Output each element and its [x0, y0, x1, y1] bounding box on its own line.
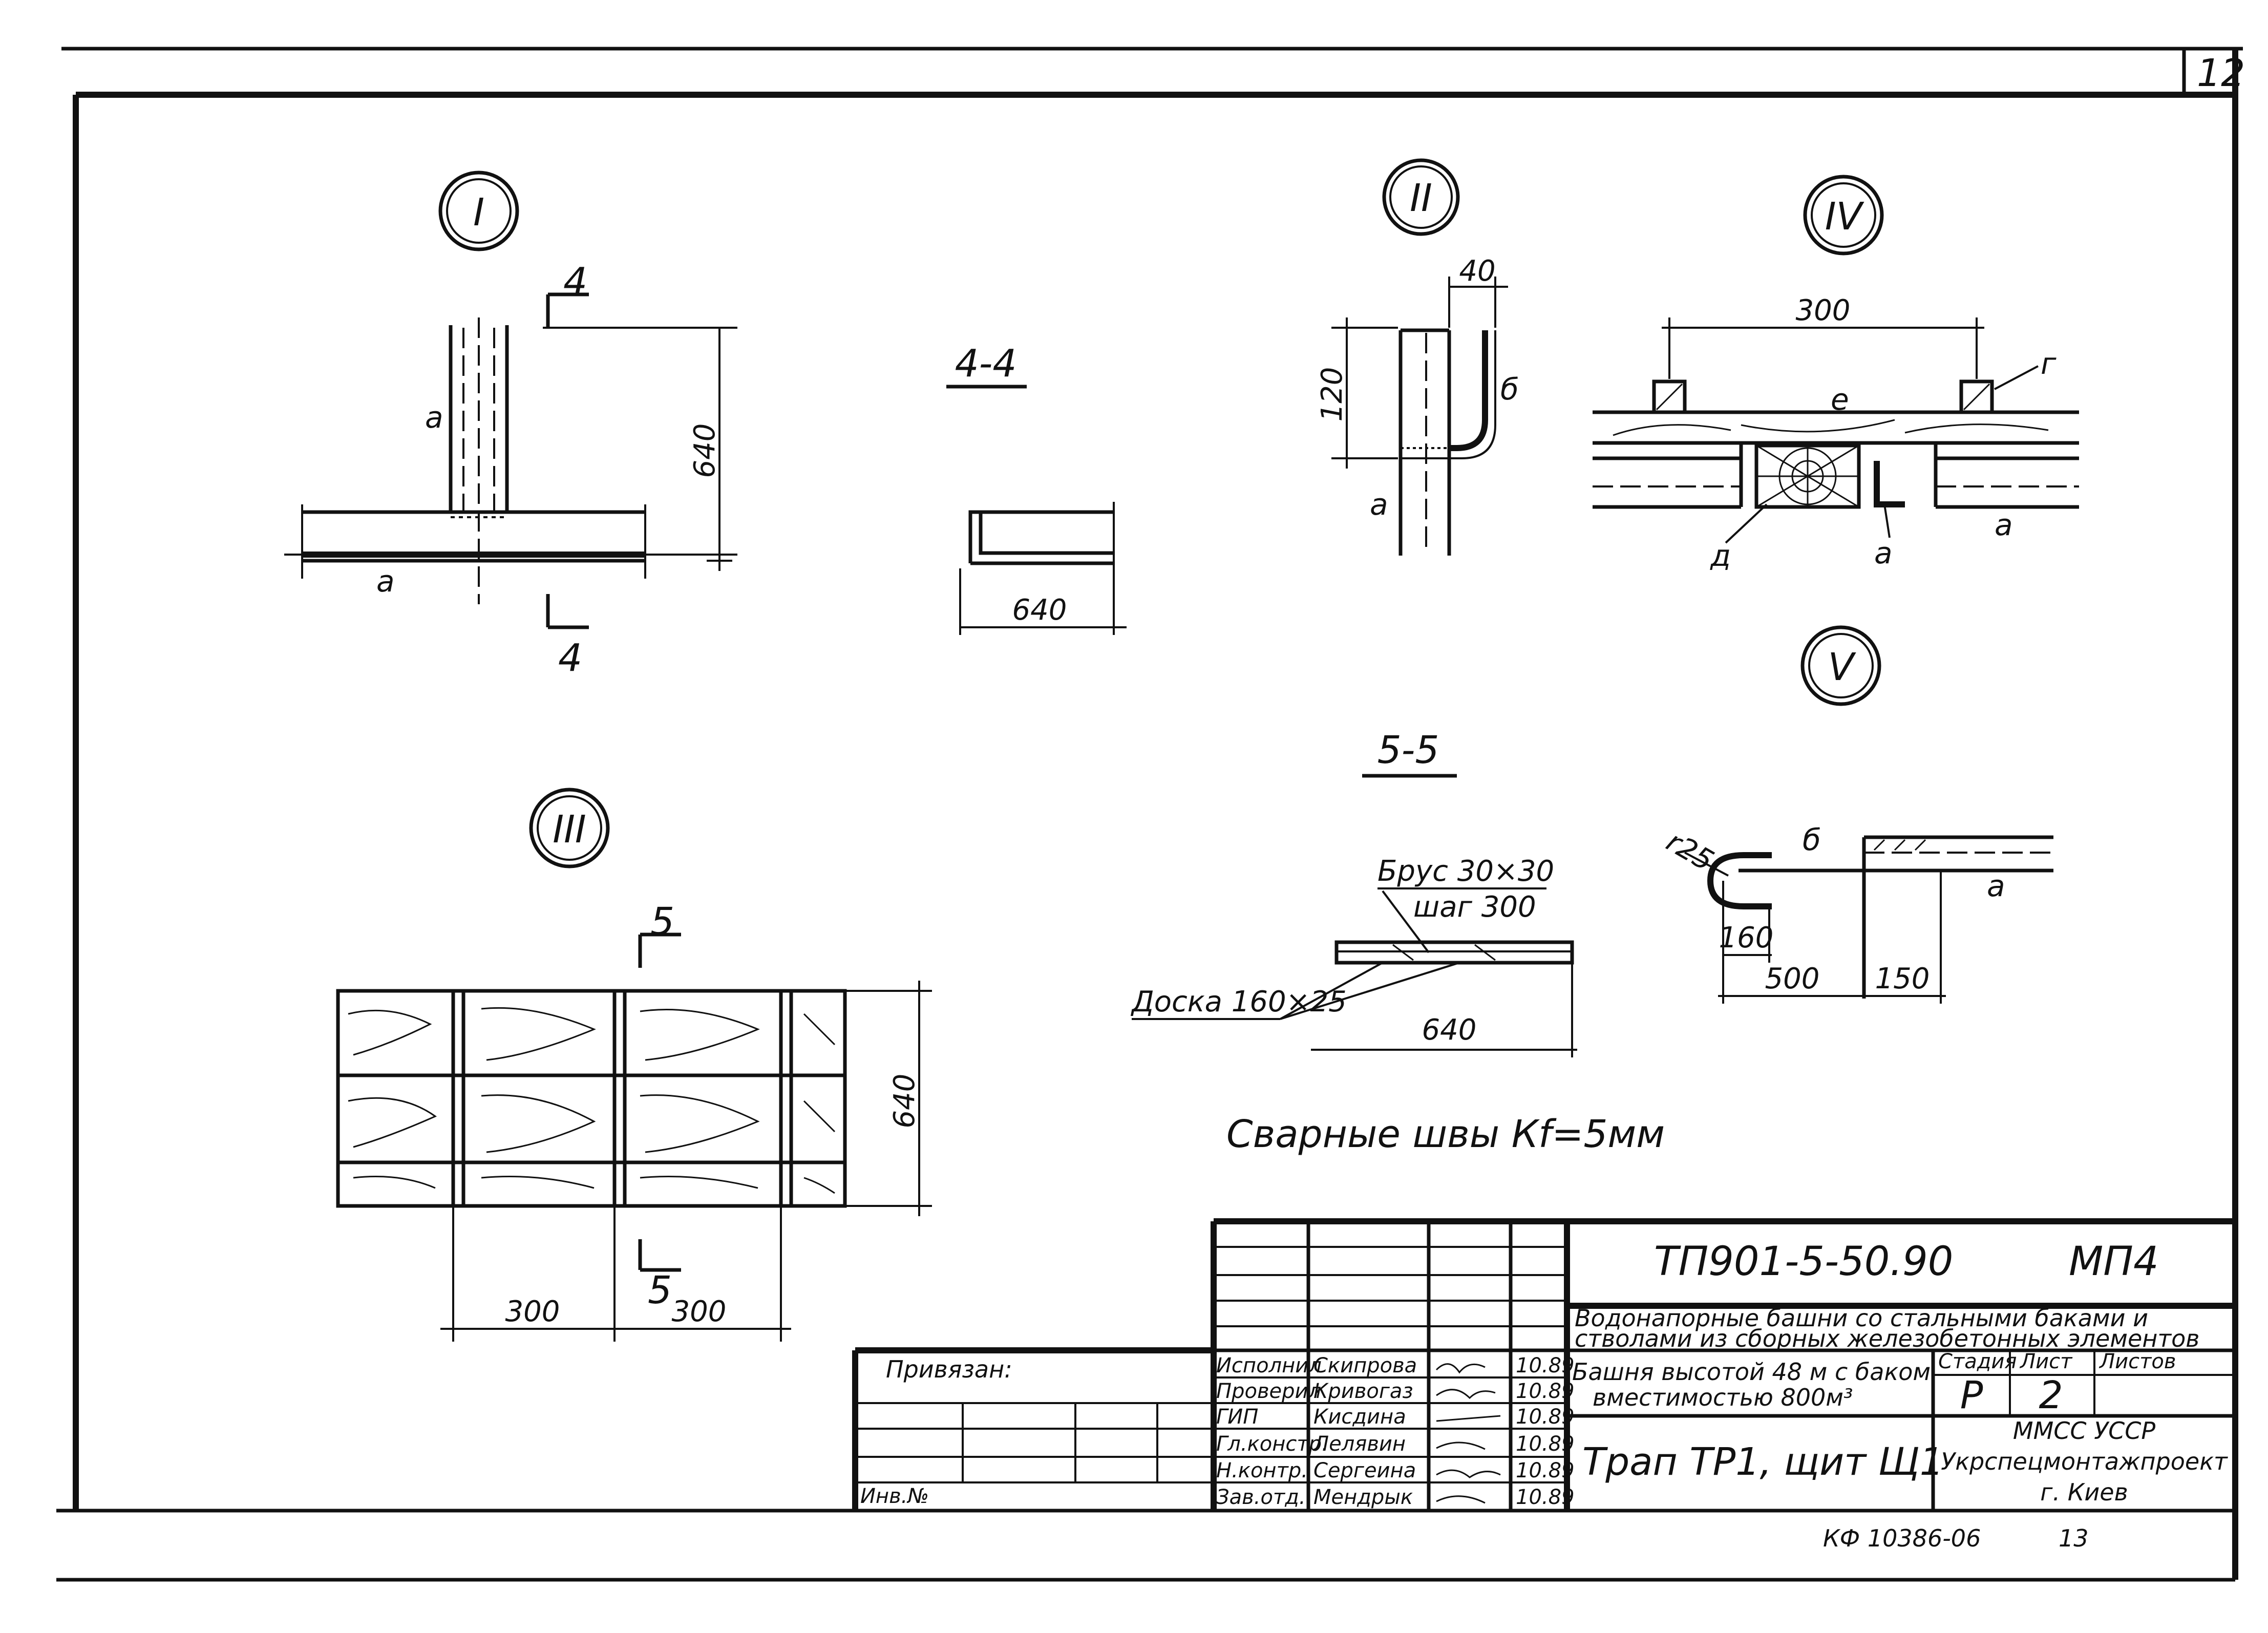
svg-text:640: 640	[1422, 1013, 1477, 1047]
svg-text:Кривогаз: Кривогаз	[1313, 1380, 1413, 1403]
svg-text:5: 5	[648, 1268, 672, 1312]
svg-text:10.89: 10.89	[1516, 1459, 1575, 1482]
svg-text:Башня высотой 48 м с баком: Башня высотой 48 м с баком	[1572, 1358, 1931, 1386]
svg-text:10.89: 10.89	[1516, 1405, 1575, 1429]
view-II-badge	[1382, 158, 1460, 236]
svg-text:Исполнил: Исполнил	[1216, 1354, 1322, 1377]
sheet-frame	[56, 47, 2243, 1582]
svg-text:10.89: 10.89	[1516, 1432, 1575, 1456]
svg-text:а: а	[1370, 487, 1388, 522]
svg-text:Лист: Лист	[2019, 1350, 2073, 1373]
view-I: I 4 4 а а 640	[284, 171, 737, 680]
svg-text:ГИП: ГИП	[1216, 1405, 1258, 1429]
svg-text:Гл.констр.: Гл.констр.	[1216, 1432, 1328, 1456]
svg-text:Инв.№: Инв.№	[860, 1484, 929, 1508]
footer-page: 13	[2059, 1524, 2089, 1552]
svg-text:Н.контр.: Н.контр.	[1216, 1459, 1308, 1482]
svg-text:Сергеина: Сергеина	[1313, 1459, 1416, 1482]
svg-text:Листов: Листов	[2099, 1350, 2176, 1373]
svg-text:640: 640	[888, 1074, 921, 1129]
svg-text:5: 5	[650, 900, 674, 944]
svg-text:ММСС УССР: ММСС УССР	[2013, 1417, 2156, 1445]
svg-text:500: 500	[1765, 962, 1820, 995]
svg-text:10.89: 10.89	[1516, 1380, 1575, 1403]
svg-text:шаг 300: шаг 300	[1413, 890, 1536, 924]
svg-text:150: 150	[1875, 962, 1930, 995]
sheet-title: Трап ТР1, щит Щ1	[1582, 1440, 1944, 1484]
svg-text:а: а	[425, 400, 443, 435]
view-III: III 5 5 640 300 300	[336, 788, 932, 1342]
signature-rows: Исполнил Скипрова 10.89 Проверил Кривога…	[1216, 1354, 1575, 1509]
svg-text:Лелявин: Лелявин	[1312, 1432, 1406, 1456]
svg-text:а: а	[1995, 507, 2013, 542]
svg-text:640: 640	[1012, 593, 1067, 627]
svg-text:д: д	[1710, 538, 1731, 573]
title-block: Привязан: Инв.№ Исполнил Скипрова 10.89 …	[852, 1218, 2235, 1511]
svg-text:Зав.отд.: Зав.отд.	[1216, 1486, 1306, 1509]
view-I-badge	[438, 171, 519, 251]
svg-text:Доска 160×25: Доска 160×25	[1130, 985, 1347, 1019]
svg-text:б: б	[1803, 822, 1821, 857]
svg-text:е: е	[1831, 382, 1849, 417]
svg-text:Стадия: Стадия	[1938, 1350, 2017, 1373]
svg-text:II: II	[1410, 176, 1432, 220]
svg-text:10.89: 10.89	[1516, 1486, 1575, 1509]
svg-text:300: 300	[1796, 294, 1851, 327]
svg-text:Скипрова: Скипрова	[1313, 1354, 1417, 1377]
svg-text:5-5: 5-5	[1377, 728, 1439, 772]
svg-text:г. Киев: г. Киев	[2040, 1478, 2128, 1506]
svg-text:стволами из сборных железобето: стволами из сборных железобетонных элеме…	[1575, 1325, 2199, 1352]
svg-text:160: 160	[1719, 921, 1774, 955]
svg-text:120: 120	[1316, 367, 1349, 422]
svg-text:4: 4	[563, 260, 587, 304]
weld-note: Сварные швы Кf=5мм	[1226, 1112, 1665, 1156]
view-V-badge	[1800, 625, 1881, 706]
svg-text:вместимостью 800м³: вместимостью 800м³	[1593, 1384, 1853, 1411]
svg-text:4-4: 4-4	[955, 342, 1017, 386]
doc-set: МП4	[2069, 1239, 2159, 1285]
svg-text:а: а	[1987, 868, 2005, 903]
view-II: II 120 40 б а	[1316, 158, 1519, 556]
svg-text:Мендрык: Мендрык	[1313, 1486, 1413, 1509]
svg-text:4: 4	[558, 636, 582, 680]
svg-text:Проверил: Проверил	[1216, 1380, 1321, 1403]
svg-text:б: б	[1500, 372, 1519, 407]
svg-text:г: г	[2041, 346, 2057, 381]
view-IV-badge	[1803, 175, 1884, 256]
svg-text:а: а	[1874, 536, 1893, 570]
svg-text:Брус 30×30: Брус 30×30	[1377, 855, 1554, 888]
svg-text:I: I	[473, 190, 484, 235]
section-4-4: 4-4 640	[946, 342, 1127, 635]
svg-text:IV: IV	[1825, 195, 1864, 239]
svg-text:300: 300	[505, 1295, 560, 1328]
view-III-badge	[529, 788, 610, 868]
sheet-number: 12	[2197, 51, 2245, 95]
svg-text:Укрспецмонтажпроект: Укрспецмонтажпроект	[1941, 1448, 2228, 1475]
svg-text:40: 40	[1459, 255, 1495, 288]
svg-text:III: III	[553, 808, 586, 852]
svg-text:2: 2	[2039, 1373, 2063, 1417]
view-V: V 160 500 150 r25 б а	[1661, 625, 2053, 1004]
svg-text:а: а	[376, 564, 395, 599]
svg-text:Кисдина: Кисдина	[1313, 1405, 1406, 1429]
svg-text:10.89: 10.89	[1516, 1354, 1575, 1377]
svg-text:300: 300	[672, 1295, 727, 1328]
svg-text:Привязан:: Привязан:	[886, 1355, 1012, 1383]
svg-text:V: V	[1828, 645, 1856, 689]
view-IV: IV 300 г е д а а	[1593, 175, 2079, 573]
archive-code: КФ 10386-06	[1823, 1524, 1981, 1552]
svg-text:Р: Р	[1960, 1373, 1983, 1417]
svg-text:640: 640	[688, 423, 722, 478]
svg-text:Водонапорные башни со стальным: Водонапорные башни со стальными баками и	[1575, 1304, 2148, 1332]
section-5-5: 5-5 Брус 30×30 шаг 300 Доска 160×25 640	[1130, 728, 1577, 1057]
doc-code: ТП901-5-50.90	[1654, 1239, 1953, 1285]
